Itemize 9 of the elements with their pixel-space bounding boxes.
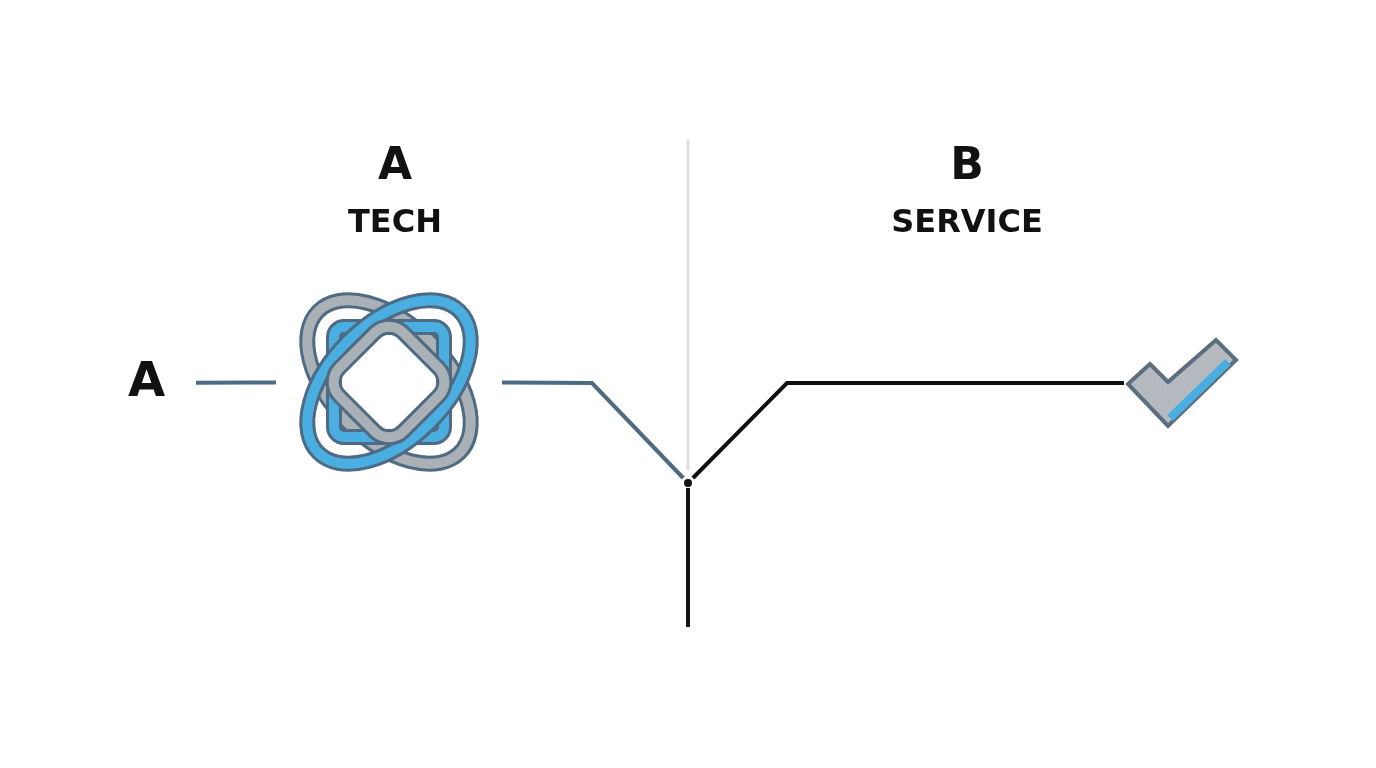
connector-line <box>502 380 685 480</box>
column-letter: A <box>377 142 413 186</box>
node-letter: A <box>128 355 166 403</box>
connector-line <box>691 381 1124 480</box>
column-heading: TECH <box>348 205 442 237</box>
column-letter: B <box>950 142 984 186</box>
connector-line <box>686 488 690 627</box>
connector-line <box>196 380 276 385</box>
column-heading: SERVICE <box>891 205 1043 237</box>
